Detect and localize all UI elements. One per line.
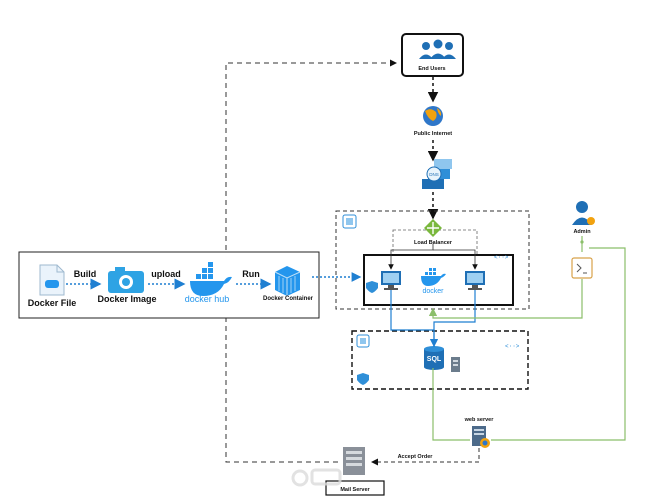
- sql-label: SQL: [427, 356, 442, 363]
- mail-server-icon: [343, 447, 365, 475]
- camera-icon: [108, 267, 144, 293]
- lb-to-vm-left: [388, 244, 434, 270]
- dns-label: DNS: [429, 172, 439, 177]
- users-icon: [419, 39, 456, 59]
- load-balancer-label: Load Balancer: [414, 240, 453, 246]
- shield-icon: [366, 281, 378, 293]
- docker-logo-icon: [421, 268, 446, 286]
- docker-image-label: Docker Image: [97, 294, 156, 304]
- terminal-icon: [571, 257, 593, 279]
- globe-icon: [423, 106, 443, 126]
- container-icon: [274, 266, 301, 296]
- docker-file-icon: [39, 264, 65, 296]
- sql-to-webserver-line: [432, 368, 470, 441]
- web-server-label: web server: [464, 417, 495, 423]
- docker-container-label: Docker Container: [263, 296, 314, 302]
- admin-to-host-line: [428, 279, 583, 319]
- web-server-icon: [472, 426, 490, 448]
- mail-server-box: [325, 480, 385, 496]
- code-icon: <··>: [494, 254, 509, 261]
- data-region-box: [351, 330, 529, 390]
- docker-logo-label: docker: [422, 288, 444, 295]
- vm-right-to-sql: [429, 290, 476, 348]
- watermark: [291, 468, 342, 487]
- build-label: Build: [74, 269, 97, 279]
- run-label: Run: [242, 269, 260, 279]
- public-internet-label: Public Internet: [414, 131, 452, 137]
- server-small-icon: [451, 357, 460, 372]
- docker-whale-icon: [190, 262, 232, 296]
- data-shield-icon: [357, 373, 369, 385]
- docker-file-label: Docker File: [28, 298, 77, 308]
- green-joint-dot: [580, 240, 584, 244]
- upload-label: upload: [151, 269, 181, 279]
- sql-database-icon: [424, 346, 444, 370]
- mail-server-label: Mail Server: [340, 487, 370, 493]
- load-balancer-icon: [424, 219, 442, 237]
- admin-icon: [572, 201, 595, 225]
- network-icon: [342, 214, 357, 229]
- docker-hub-label: docker hub: [185, 294, 230, 304]
- vm-icon-left: [381, 271, 401, 290]
- vm-icon-right: [465, 271, 485, 290]
- lb-to-vm-right: [433, 249, 478, 270]
- data-code-icon: <··>: [505, 343, 520, 350]
- webserver-to-mail-arrow: [371, 448, 480, 466]
- accept-order-label: Accept Order: [398, 454, 434, 460]
- dns-icon: DNS: [422, 159, 452, 189]
- loop-connector: [225, 59, 397, 463]
- admin-to-webserver-line: [491, 247, 626, 441]
- end-users-label: End Users: [418, 66, 445, 72]
- admin-label: Admin: [573, 229, 591, 235]
- data-network-icon: [356, 334, 370, 348]
